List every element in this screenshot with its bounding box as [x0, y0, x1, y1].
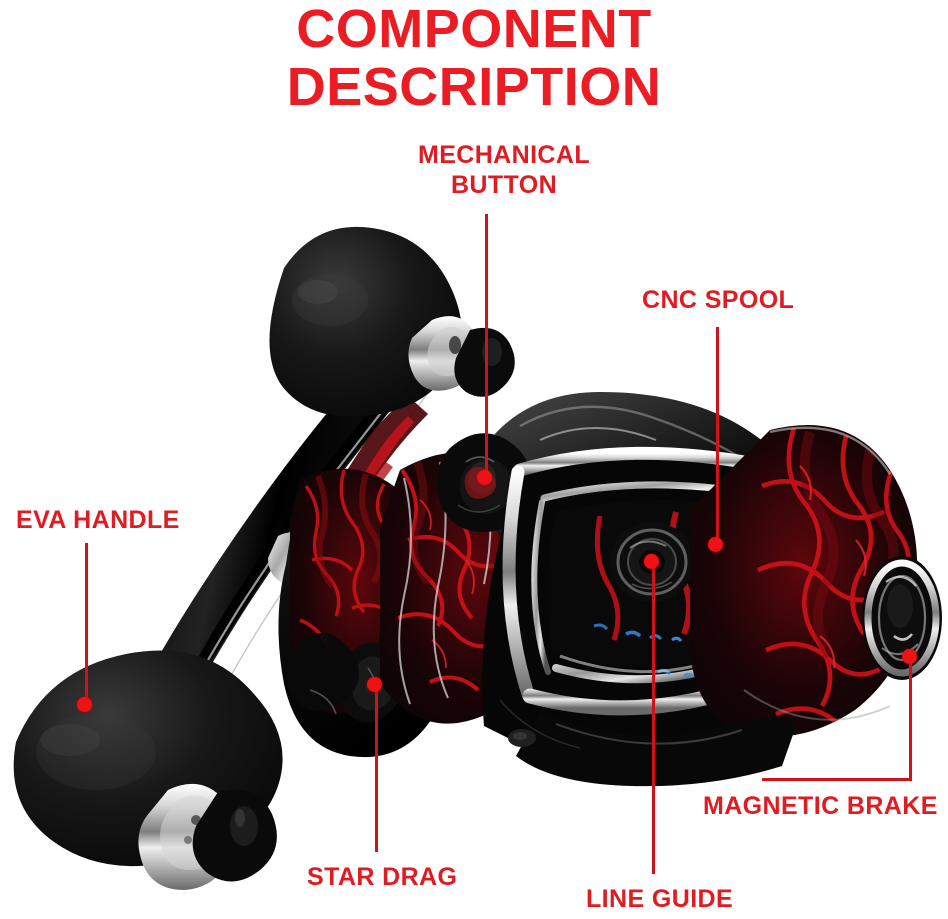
- callout-dot-mechanical-button: [477, 470, 492, 485]
- side-plate-right: [690, 425, 918, 737]
- callout-label-magnetic-brake-text: MAGNETIC BRAKE: [703, 792, 938, 820]
- callout-label-line-guide-text: LINE GUIDE: [586, 885, 734, 913]
- callout-label-star-drag-text: STAR DRAG: [307, 863, 458, 891]
- callout-label-eva-handle-text: EVA HANDLE: [16, 506, 180, 534]
- leader-line-star-drag: [375, 688, 378, 852]
- reel-foot: [499, 699, 796, 787]
- callout-label-star-drag: STAR DRAG: [307, 862, 457, 892]
- callout-dot-eva-handle: [77, 697, 92, 712]
- callout-label-cnc-spool-text: CNC SPOOL: [642, 286, 795, 314]
- callout-dot-star-drag: [367, 677, 382, 692]
- leader-line-line-guide: [652, 566, 655, 874]
- page-title-line1: COMPONENT: [296, 0, 652, 59]
- magnetic-brake-dial: [862, 556, 942, 680]
- leader-line-eva-handle: [85, 543, 88, 707]
- callout-label-line-guide: LINE GUIDE: [586, 884, 733, 914]
- leader-line-magnetic-brake-horizontal: [762, 778, 912, 781]
- leader-line-mechanical-button: [485, 214, 488, 480]
- eva-knob-lower: [13, 650, 283, 890]
- leader-line-cnc-spool: [716, 327, 719, 547]
- callout-label-eva-handle: EVA HANDLE: [16, 505, 180, 535]
- callout-dot-line-guide: [644, 554, 659, 569]
- page-title: COMPONENT DESCRIPTION: [0, 0, 948, 116]
- callout-dot-cnc-spool: [708, 537, 723, 552]
- callout-dot-magnetic-brake: [902, 649, 917, 664]
- leader-line-magnetic-brake-vertical: [909, 660, 912, 780]
- callout-label-mechanical-button-line2: BUTTON: [450, 171, 558, 199]
- eva-knob-upper: [269, 226, 515, 417]
- callout-label-mechanical-button-line1: MECHANICAL: [417, 141, 591, 169]
- callout-label-mechanical-button: MECHANICAL BUTTON: [408, 140, 600, 200]
- callout-label-cnc-spool: CNC SPOOL: [642, 285, 794, 315]
- callout-label-magnetic-brake: MAGNETIC BRAKE: [703, 791, 938, 821]
- page-title-line2: DESCRIPTION: [286, 57, 662, 117]
